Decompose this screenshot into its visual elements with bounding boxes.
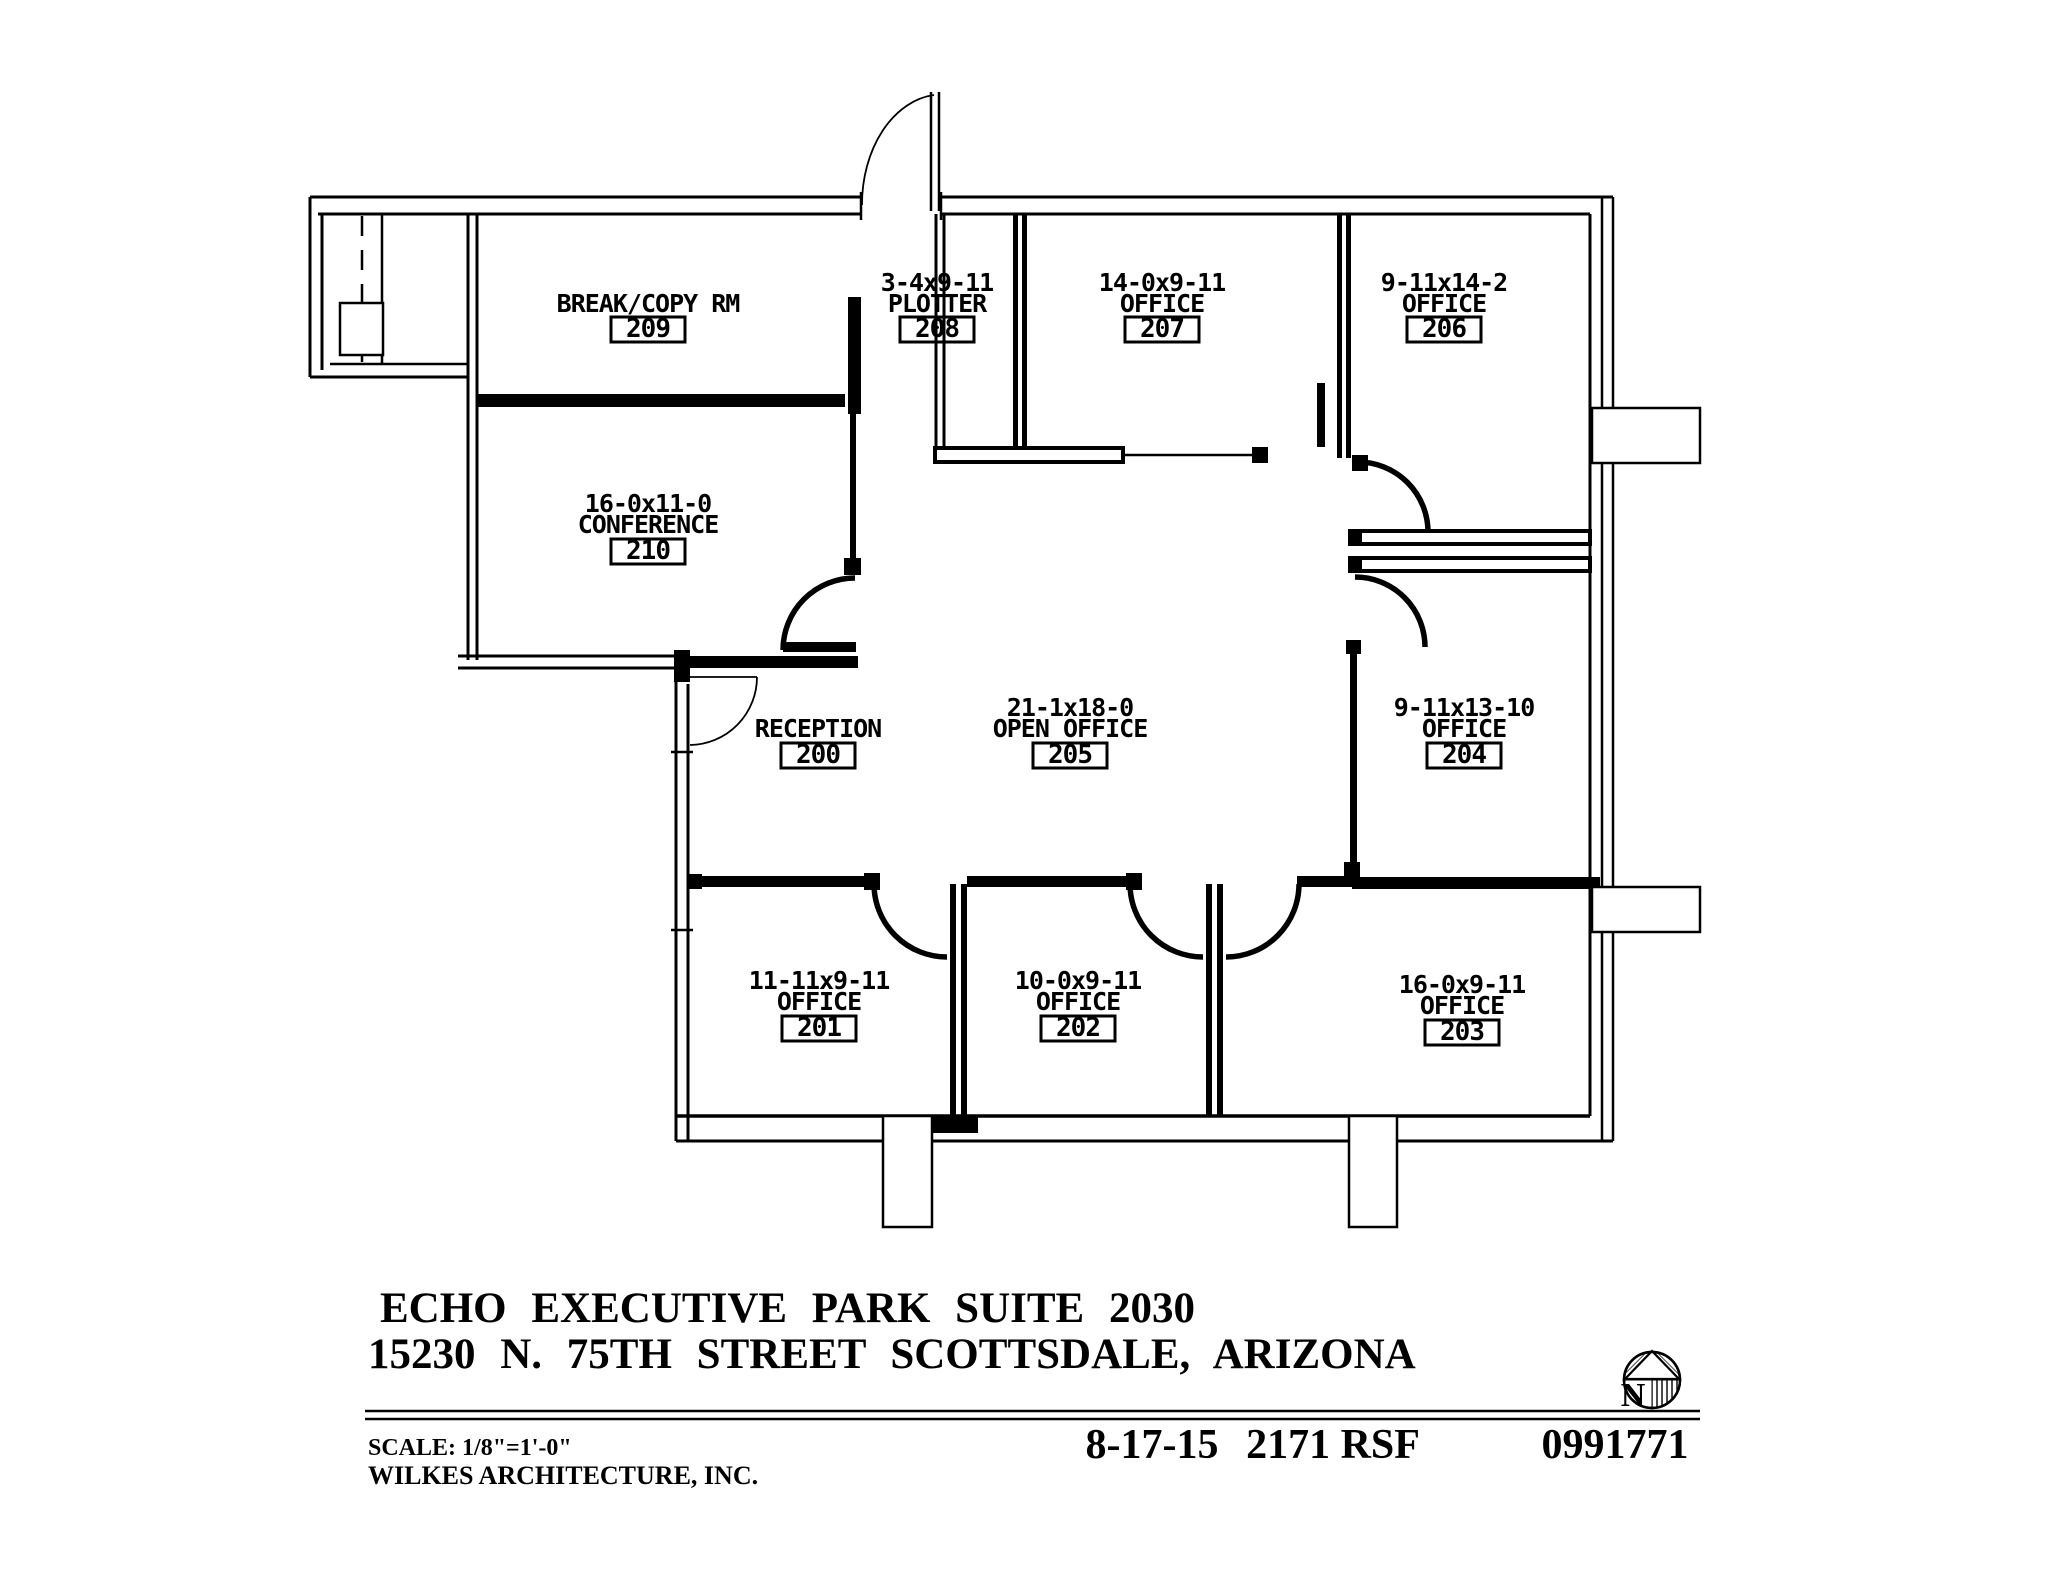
room-label-204: 9-11x13-10 OFFICE 204 (1394, 693, 1536, 770)
room-name: PLOTTER (888, 289, 988, 318)
door-swing-arc (861, 94, 935, 206)
project-address: 15230 N. 75TH STREET SCOTTSDALE, ARIZONA (368, 1331, 1416, 1378)
room-label-207: 14-0x9-11 OFFICE 207 (1099, 268, 1226, 344)
low-partition-bar (933, 446, 1125, 464)
column (881, 1114, 934, 1229)
title-block: ECHO EXECUTIVE PARK SUITE 2030 15230 N. … (365, 1285, 1700, 1490)
door-swing-arc (871, 883, 948, 960)
room-number-box (1425, 741, 1503, 770)
room-dims: 9-11x13-10 (1394, 693, 1535, 722)
building-shell-walls (308, 192, 1615, 1143)
structural-columns (881, 406, 1702, 1229)
room-number: 204 (1442, 740, 1486, 770)
room-number: 208 (915, 314, 959, 344)
north-label: N (1621, 1377, 1646, 1414)
room-name: CONFERENCE (578, 510, 719, 539)
room-dims: 21-1x18-0 (1007, 693, 1133, 722)
door-leaf (783, 642, 856, 652)
door-swing-arc (1354, 574, 1428, 648)
room-number: 206 (1422, 314, 1466, 344)
room-name: OFFICE (1036, 987, 1120, 1016)
scale-note: SCALE: 1/8"=1'-0" (368, 1435, 572, 1461)
room-number-box (1123, 315, 1201, 344)
interior-doors (689, 459, 1431, 960)
room-number: 203 (1440, 1017, 1484, 1047)
wall-panel (1317, 383, 1325, 447)
room-label-206: 9-11x14-2 OFFICE 206 (1381, 268, 1508, 344)
room-label-210: 16-0x11-0 CONFERENCE 210 (578, 489, 720, 566)
suite-entry-door (861, 92, 941, 211)
room-name: BREAK/COPY RM (557, 289, 740, 318)
room-dims: 16-0x11-0 (585, 489, 711, 518)
room-number: 209 (626, 314, 670, 344)
drawing-date: 8-17-15 (1086, 1422, 1219, 1468)
room-name: OFFICE (777, 987, 861, 1016)
room-dims: 16-0x9-11 (1399, 970, 1525, 999)
room-number: 205 (1048, 740, 1092, 770)
room-number: 210 (626, 536, 670, 566)
column (1590, 406, 1702, 465)
column (1590, 885, 1702, 934)
door-swing-arc (1127, 883, 1204, 960)
room-label-208: 3-4x9-11 PLOTTER 208 (881, 268, 994, 344)
room-number-box (1423, 1018, 1501, 1047)
room-dims: 10-0x9-11 (1015, 966, 1141, 995)
door-swing-arc (689, 676, 758, 746)
rentable-area: 2171 RSF (1246, 1422, 1420, 1468)
room-name: OPEN OFFICE (993, 714, 1148, 743)
room-number: 202 (1056, 1013, 1100, 1043)
room-label-200: RECEPTION 200 (755, 714, 882, 770)
room-number-box (780, 1014, 858, 1043)
room-label-201: 11-11x9-11 OFFICE 201 (749, 966, 891, 1043)
room-number: 201 (797, 1013, 841, 1043)
room-number-box (609, 537, 687, 566)
room-name: OFFICE (1420, 991, 1504, 1020)
door-swing-arc (780, 575, 856, 651)
room-number-box (1039, 1014, 1117, 1043)
room-dims: 11-11x9-11 (749, 966, 890, 995)
interior-walls (478, 214, 1600, 1133)
room-name: OFFICE (1120, 289, 1204, 318)
firm-name: WILKES ARCHITECTURE, INC. (368, 1461, 758, 1490)
room-label-209: BREAK/COPY RM 209 (557, 289, 741, 344)
room-dims: 14-0x9-11 (1099, 268, 1225, 297)
shaft-box (338, 301, 385, 357)
room-number-box (1031, 741, 1109, 770)
door-swing-arc (1357, 459, 1431, 533)
north-arrow-icon: N (1621, 1349, 1682, 1414)
room-dims: 3-4x9-11 (881, 268, 993, 297)
room-number-box (1405, 315, 1483, 344)
room-name: OFFICE (1422, 714, 1506, 743)
door-swing-arc (1225, 883, 1302, 960)
room-number-box (898, 315, 976, 344)
room-labels: BREAK/COPY RM 209 3-4x9-11 PLOTTER 208 1… (557, 268, 1536, 1047)
project-title: ECHO EXECUTIVE PARK SUITE 2030 (380, 1285, 1195, 1332)
room-name: OFFICE (1402, 289, 1486, 318)
room-name: RECEPTION (755, 714, 881, 743)
room-number-box (779, 741, 857, 770)
room-label-202: 10-0x9-11 OFFICE 202 (1015, 966, 1142, 1043)
column (1347, 1114, 1399, 1229)
room-dims: 9-11x14-2 (1381, 268, 1507, 297)
room-number: 207 (1140, 314, 1184, 344)
room-number-box (609, 315, 687, 344)
room-label-205: 21-1x18-0 OPEN OFFICE 205 (993, 693, 1149, 770)
sheet-number: 0991771 (1542, 1422, 1689, 1468)
room-label-203: 16-0x9-11 OFFICE 203 (1399, 970, 1526, 1047)
room-number: 200 (796, 740, 840, 770)
